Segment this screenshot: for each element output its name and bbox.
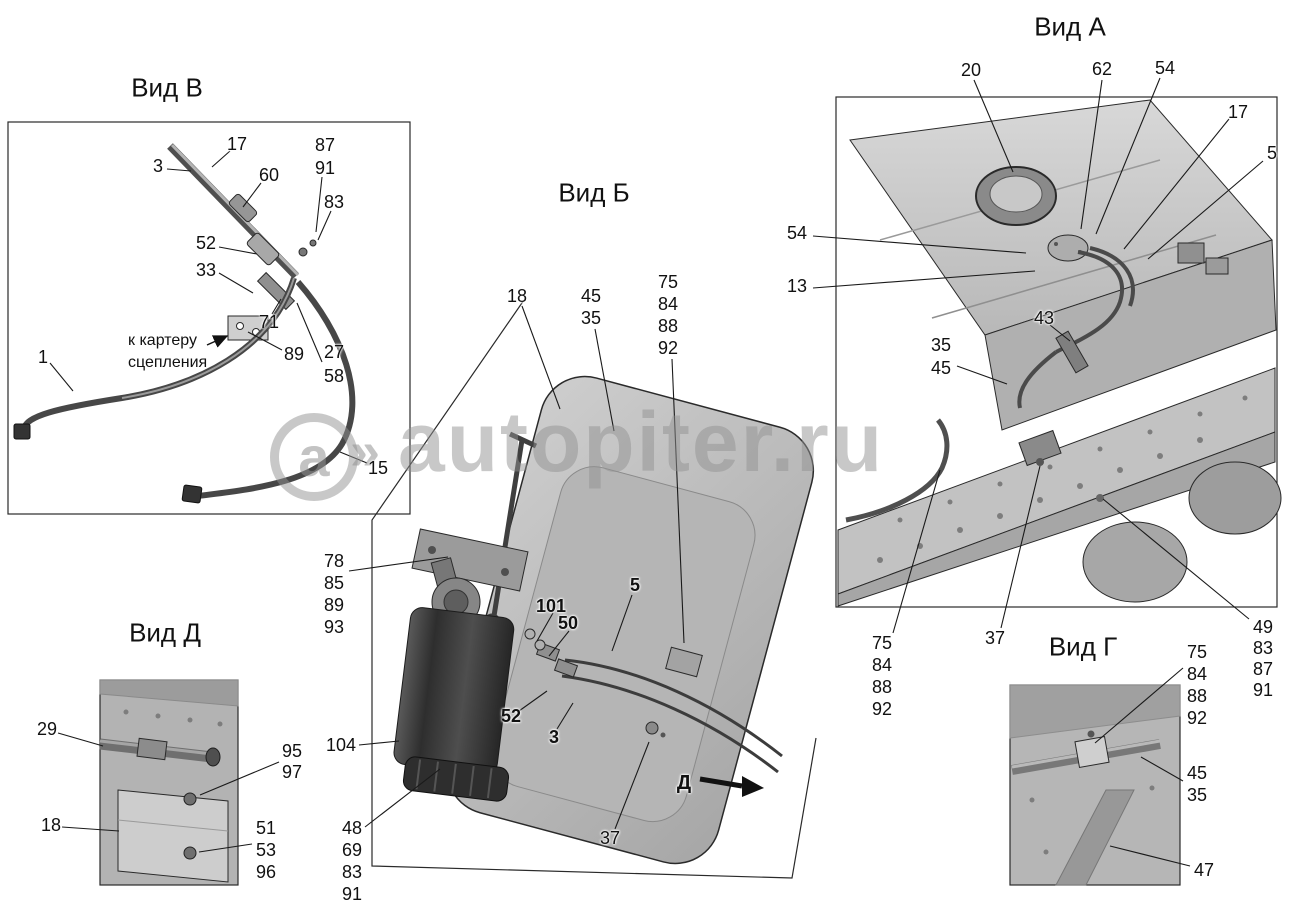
view-v-drawing (7, 121, 411, 515)
callout-17: 17 (226, 134, 248, 154)
callout-83: 83 (323, 192, 345, 212)
callout-84: 84 (657, 294, 679, 314)
callout-89: 89 (283, 344, 305, 364)
callout-60: 60 (258, 165, 280, 185)
callout-37: 37 (984, 628, 1006, 648)
callout-69: 69 (341, 840, 363, 860)
callout-5: 5 (1266, 143, 1278, 163)
view-d-drawing (99, 679, 239, 886)
callout-84: 84 (871, 655, 893, 675)
callout-89: 89 (323, 595, 345, 615)
callout-83: 83 (1252, 638, 1274, 658)
callout-88: 88 (871, 677, 893, 697)
callout-75: 75 (871, 633, 893, 653)
callout-33: 33 (195, 260, 217, 280)
callout-18: 18 (506, 286, 528, 306)
callout-35: 35 (1186, 785, 1208, 805)
callout-17: 17 (1227, 102, 1249, 122)
callout-104: 104 (325, 735, 357, 755)
callout-87: 87 (314, 135, 336, 155)
callout-3: 3 (152, 156, 164, 176)
direction-arrow-icon (699, 776, 764, 797)
callout-58: 58 (323, 366, 345, 386)
callout-91: 91 (1252, 680, 1274, 700)
view-b-drawing (371, 299, 817, 879)
callout-18: 18 (40, 815, 62, 835)
view-a-drawing (835, 96, 1282, 608)
callout-92: 92 (1186, 708, 1208, 728)
callout-37: 37 (599, 828, 621, 848)
callout-27: 27 (323, 342, 345, 362)
callout-92: 92 (657, 338, 679, 358)
callout-3: 3 (548, 727, 560, 747)
view-a-title: Вид А (1034, 11, 1106, 42)
callout-5: 5 (629, 575, 641, 595)
callout-15: 15 (367, 458, 389, 478)
callout-54: 54 (786, 223, 808, 243)
callout-45: 45 (580, 286, 602, 306)
callout-84: 84 (1186, 664, 1208, 684)
callout-75: 75 (1186, 642, 1208, 662)
callout-78: 78 (323, 551, 345, 571)
callout-75: 75 (657, 272, 679, 292)
callout-48: 48 (341, 818, 363, 838)
callout-62: 62 (1091, 59, 1113, 79)
callout-93: 93 (323, 617, 345, 637)
callout-29: 29 (36, 719, 58, 739)
view-b-title: Вид Б (558, 177, 630, 208)
view-g-title: Вид Г (1048, 631, 1118, 662)
callout-97: 97 (281, 762, 303, 782)
callout-20: 20 (960, 60, 982, 80)
callout-52: 52 (500, 706, 522, 726)
callout-54: 54 (1154, 58, 1176, 78)
callout-47: 47 (1193, 860, 1215, 880)
view-g-drawing (1009, 684, 1181, 886)
clutch-note-arrow-icon (206, 335, 229, 348)
callout-13: 13 (786, 276, 808, 296)
leader-lines (49, 77, 1264, 867)
callout-96: 96 (255, 862, 277, 882)
view-v-title: Вид В (131, 72, 203, 103)
callout-91: 91 (314, 158, 336, 178)
callout-85: 85 (323, 573, 345, 593)
callout-45: 45 (930, 358, 952, 378)
callout-52: 52 (195, 233, 217, 253)
callout-35: 35 (580, 308, 602, 328)
callout-87: 87 (1252, 659, 1274, 679)
callout-95: 95 (281, 741, 303, 761)
callout-1: 1 (37, 347, 49, 367)
clutch-housing-note: к картеру сцепления (128, 332, 208, 371)
callout-53: 53 (255, 840, 277, 860)
callout-45: 45 (1186, 763, 1208, 783)
callout-83: 83 (341, 862, 363, 882)
callout-88: 88 (657, 316, 679, 336)
callout-43: 43 (1033, 308, 1055, 328)
callout-35: 35 (930, 335, 952, 355)
callout-91: 91 (341, 884, 363, 904)
callout-88: 88 (1186, 686, 1208, 706)
direction-label: Д (676, 772, 692, 794)
view-d-title: Вид Д (129, 617, 201, 648)
callout-49: 49 (1252, 617, 1274, 637)
callout-50: 50 (557, 613, 579, 633)
callout-71: 71 (258, 312, 280, 332)
callout-51: 51 (255, 818, 277, 838)
callout-92: 92 (871, 699, 893, 719)
callout-101: 101 (535, 596, 567, 616)
